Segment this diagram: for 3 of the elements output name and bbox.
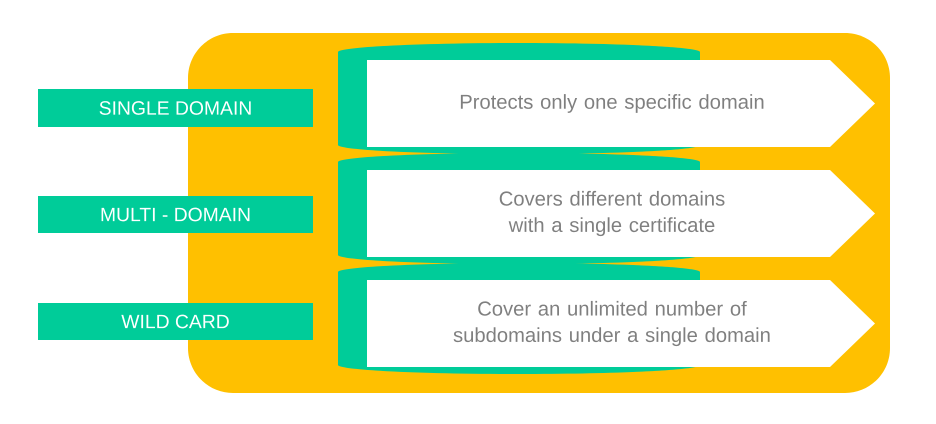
label-bar: MULTI - DOMAIN <box>38 196 313 233</box>
label-bar: WILD CARD <box>38 303 313 340</box>
label-bar: SINGLE DOMAIN <box>38 89 313 127</box>
